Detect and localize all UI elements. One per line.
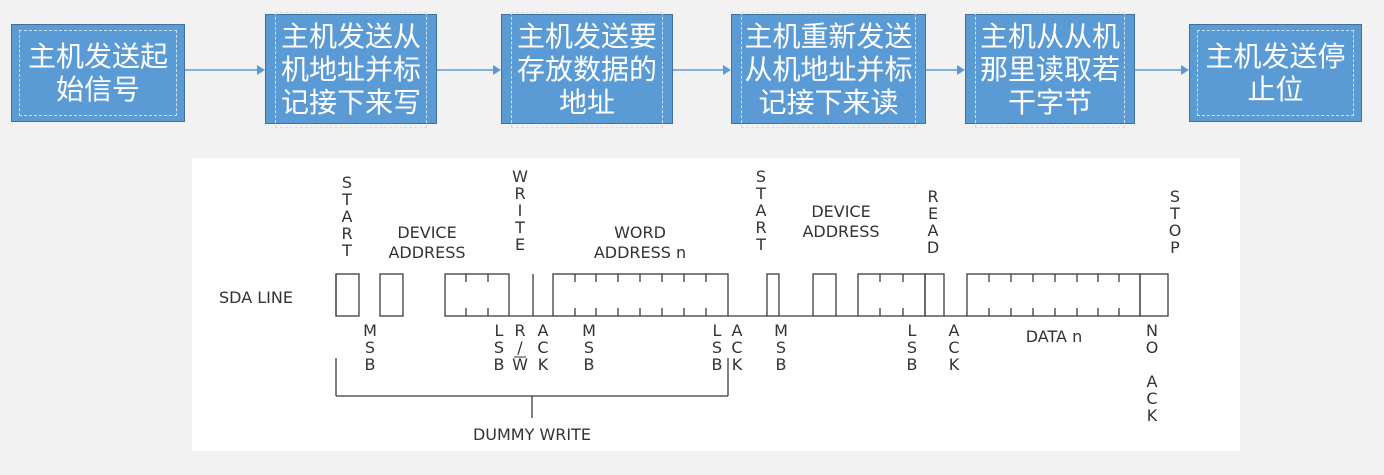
flow-step-mem-addr: 主机发送要 存放数据的 地址 [501, 14, 673, 124]
flow-arrow [437, 65, 501, 75]
flow-step-label: 主机发送停 止位 [1205, 40, 1346, 106]
sda-data-bus [444, 273, 510, 317]
flow-step-stop: 主机发送停 止位 [1189, 24, 1362, 122]
sda-data-bus [857, 273, 926, 317]
sda-data-bus [966, 273, 1141, 317]
flow-arrow [1135, 65, 1189, 75]
sda-bit-pulse [335, 273, 360, 317]
sda-bit-pulse [1139, 273, 1169, 317]
flow-step-slave-addr-read: 主机重新发送 从机地址并标 记接下来读 [731, 14, 926, 124]
flow-step-start: 主机发送起 始信号 [11, 24, 185, 122]
flow-step-label: 主机发送从 机地址并标 记接下来写 [280, 19, 421, 119]
bottom-label-data-n: DATA n [1026, 327, 1082, 346]
sda-bit-pulse [812, 273, 837, 317]
flow-arrow [926, 65, 965, 75]
flowchart: 主机发送起 始信号 主机发送从 机地址并标 记接下来写主机发送要 存放数据的 地址… [0, 0, 1384, 140]
flow-arrow [673, 65, 731, 75]
flow-step-label: 主机重新发送 从机地址并标 记接下来读 [744, 19, 913, 119]
flow-arrow [185, 65, 265, 75]
sda-bit-pulse [379, 273, 404, 317]
sda-bit-pulse [766, 273, 780, 317]
flow-step-slave-addr-write: 主机发送从 机地址并标 记接下来写 [265, 14, 437, 124]
flow-step-read-bytes: 主机从从机 那里读取若 干字节 [965, 14, 1135, 124]
flow-step-label: 主机从从机 那里读取若 干字节 [979, 19, 1120, 119]
sda-bit-pulse [924, 273, 945, 317]
sda-line-label: SDA LINE [219, 288, 293, 307]
flow-step-label: 主机发送起 始信号 [27, 40, 168, 106]
dummy-write-label: DUMMY WRITE [473, 425, 591, 444]
flow-step-label: 主机发送要 存放数据的 地址 [516, 19, 657, 119]
bottom-label-rw: R/W [512, 321, 528, 374]
